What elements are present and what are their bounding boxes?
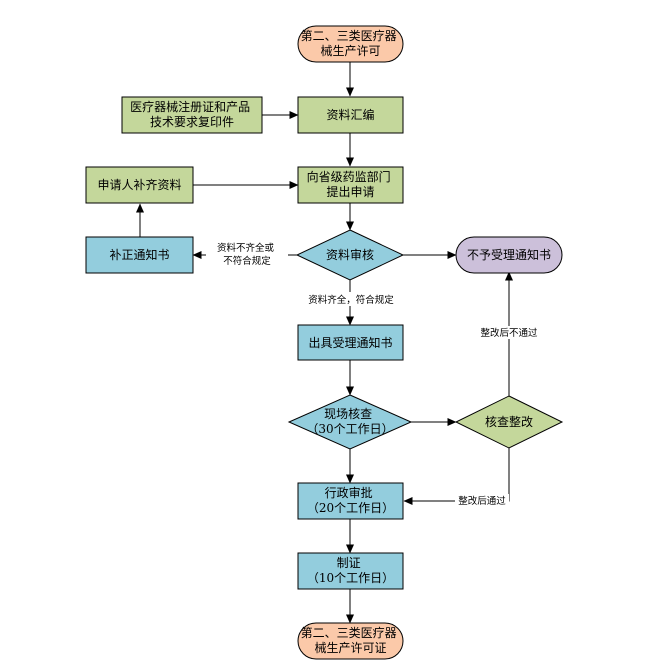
node-start-shape xyxy=(297,25,404,63)
node-approval-shape xyxy=(297,482,404,520)
node-copies: 医疗器械注册证和产品 技术要求复印件 xyxy=(130,99,254,129)
node-inspection-shape xyxy=(287,394,413,450)
node-reject-shape xyxy=(455,236,563,274)
node-rectify: 核查整改 xyxy=(485,414,533,429)
node-start: 第二、三类医疗器 械生产许可 xyxy=(301,29,401,58)
node-compile-shape xyxy=(297,96,404,134)
node-review: 资料审核 xyxy=(326,247,374,262)
node-rectify-shape xyxy=(454,395,564,449)
node-supplement: 申请人补齐资料 xyxy=(97,177,181,192)
node-end: 第二、三类医疗器 械生产许可证 xyxy=(301,626,401,655)
node-inspection: 现场核查 （30个工作日） xyxy=(306,407,393,436)
label-rectify-pass: 整改后通过 xyxy=(458,495,506,507)
label-complete: 资料齐全，符合规定 xyxy=(308,294,394,306)
node-approval: 行政审批 （20个工作日） xyxy=(307,485,394,515)
edge-rectify-to-approval xyxy=(403,448,510,505)
node-accept: 出具受理通知书 xyxy=(308,336,392,350)
label-incomplete: 资料不齐全或 不符合规定 xyxy=(217,242,277,267)
node-compile: 资料汇编 xyxy=(326,107,374,122)
node-review-shape xyxy=(295,229,405,281)
edge-labels: 资料不齐全或 不符合规定 资料齐全，符合规定 整改后不通过 整改后通过 xyxy=(206,240,542,507)
nodes: 第二、三类医疗器 械生产许可 医疗器械注册证和产品 技术要求复印件 资料汇编 申… xyxy=(85,25,564,660)
node-reject: 不予受理通知书 xyxy=(467,248,551,262)
node-certify-shape xyxy=(297,552,404,590)
node-correction: 补正通知书 xyxy=(109,248,169,262)
label-rectify-fail: 整改后不通过 xyxy=(480,327,538,339)
node-apply: 向省级药监部门 提出申请 xyxy=(307,169,395,199)
node-certify: 制证 （10个工作日） xyxy=(307,556,394,585)
node-correction-shape xyxy=(85,236,194,274)
node-supplement-shape xyxy=(85,166,194,204)
node-apply-shape xyxy=(297,166,404,204)
node-copies-shape xyxy=(121,96,263,134)
node-accept-shape xyxy=(297,324,404,361)
node-end-shape xyxy=(297,622,404,660)
